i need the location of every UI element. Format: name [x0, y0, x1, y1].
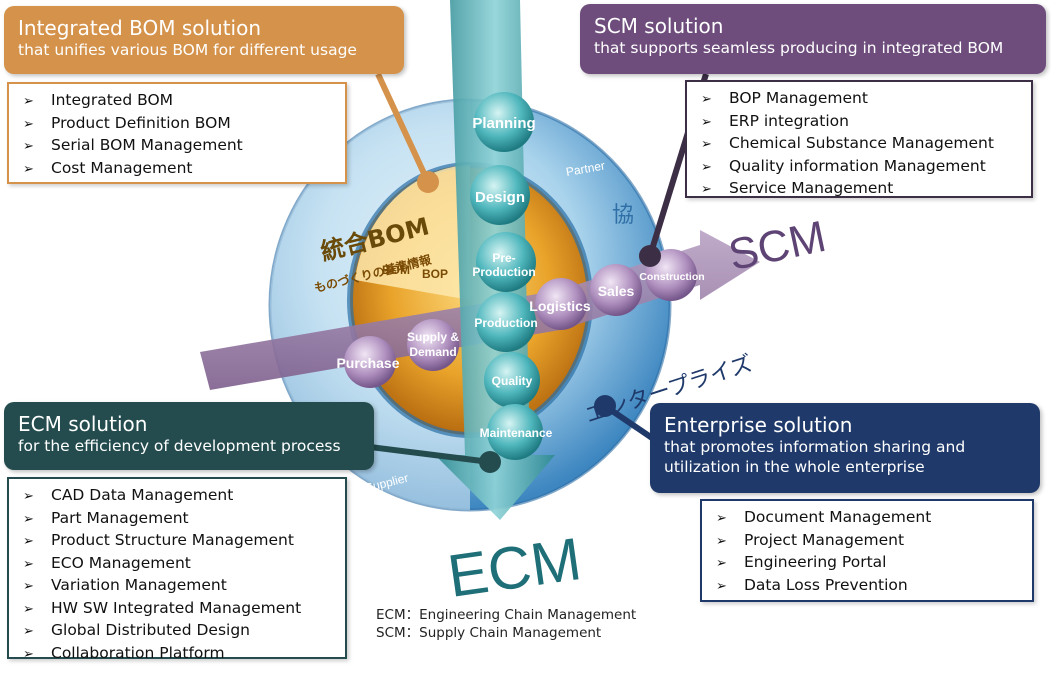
ecm-connector: [369, 444, 491, 465]
scm-stage-logistics: Logistics: [529, 298, 591, 314]
enterprise-solution-subtitle-1: that promotes information sharing and: [664, 438, 966, 456]
bullet-arrow-icon: ➢: [23, 601, 34, 617]
scm-solution-list: ➢BOP Management ➢ERP integration ➢Chemic…: [685, 80, 1033, 198]
bullet-arrow-icon: ➢: [701, 137, 712, 152]
bullet-arrow-icon: ➢: [23, 646, 34, 662]
list-item: ➢ERP integration: [701, 111, 1021, 134]
bullet-arrow-icon: ➢: [23, 579, 34, 594]
bullet-arrow-icon: ➢: [23, 161, 34, 177]
ecm-solution-list: ➢CAD Data Management ➢Part Management ➢P…: [7, 477, 347, 662]
ecm-solution-subtitle: for the efficiency of development proces…: [18, 437, 341, 455]
list-item: ➢HW SW Integrated Management: [23, 598, 335, 621]
bom-solution-subtitle: that unifies various BOM for different u…: [18, 41, 357, 59]
list-item: ➢Serial BOM Management: [23, 135, 335, 158]
list-item: ➢Data Loss Prevention: [716, 575, 1022, 598]
ecm-solution-header: ECM solution for the efficiency of devel…: [4, 402, 374, 470]
enterprise-solution-header: Enterprise solution that promotes inform…: [650, 403, 1040, 493]
scm-solution-header: SCM solution that supports seamless prod…: [580, 4, 1046, 74]
enterprise-solution-list: ➢Document Management ➢Project Management…: [700, 499, 1034, 602]
bom-solution-list: ➢Integrated BOM ➢Product Definition BOM …: [7, 82, 347, 184]
enterprise-solution-subtitle-2: utilization in the whole enterprise: [664, 458, 925, 476]
list-item: ➢Cost Management: [23, 158, 335, 181]
list-item: ➢Part Management: [23, 508, 335, 531]
list-item: ➢CAD Data Management: [23, 485, 335, 508]
scm-solution-title: SCM solution: [594, 14, 724, 38]
bullet-arrow-icon: ➢: [23, 489, 34, 504]
ecm-solution-title: ECM solution: [18, 412, 148, 436]
bom-solution-title: Integrated BOM solution: [18, 16, 262, 40]
scm-solution-subtitle: that supports seamless producing in inte…: [594, 39, 1004, 57]
ecm-stage-design: Design: [475, 189, 525, 206]
list-item: ➢BOP Management: [701, 88, 1021, 111]
bullet-arrow-icon: ➢: [23, 116, 34, 132]
bop-tag: BOP: [422, 267, 448, 281]
scm-stage-supply-1: Supply &: [407, 330, 459, 344]
bom-connector: [375, 72, 431, 184]
list-item: ➢Document Management: [716, 507, 1022, 530]
list-item: ➢ECO Management: [23, 553, 335, 576]
bullet-arrow-icon: ➢: [716, 533, 727, 549]
bullet-arrow-icon: ➢: [701, 159, 712, 175]
list-item: ➢Variation Management: [23, 575, 335, 598]
bullet-arrow-icon: ➢: [716, 556, 727, 571]
list-item: ➢Service Management: [701, 178, 1021, 201]
scm-stage-supply-2: Demand: [409, 345, 456, 359]
bullet-arrow-icon: ➢: [701, 182, 712, 197]
kanji-label: 協: [612, 203, 634, 228]
bom-tag: BOM: [382, 263, 410, 277]
enterprise-solution-title: Enterprise solution: [664, 413, 853, 437]
bullet-arrow-icon: ➢: [23, 511, 34, 527]
bullet-arrow-icon: ➢: [23, 624, 34, 639]
partner-label: Partner: [565, 158, 606, 179]
ecm-stage-preproduction-1: Pre-: [492, 251, 515, 265]
list-item: ➢Project Management: [716, 530, 1022, 553]
list-item: ➢Integrated BOM: [23, 90, 335, 113]
legend-scm: SCM：Supply Chain Management: [376, 625, 602, 641]
legend-ecm: ECM：Engineering Chain Management: [376, 607, 637, 623]
ecm-stage-planning: Planning: [472, 115, 535, 132]
bullet-arrow-icon: ➢: [716, 578, 727, 594]
scm-stage-sales: Sales: [598, 283, 635, 299]
bullet-arrow-icon: ➢: [23, 139, 34, 154]
list-item: ➢Collaboration Platform: [23, 643, 335, 666]
bom-solution-header: Integrated BOM solution that unifies var…: [4, 6, 404, 74]
scm-big-label: SCM: [724, 212, 830, 280]
bullet-arrow-icon: ➢: [23, 534, 34, 549]
abbreviation-legend: ECM：Engineering Chain Management SCM：Sup…: [376, 606, 636, 642]
list-item: ➢Quality information Management: [701, 156, 1021, 179]
bullet-arrow-icon: ➢: [23, 94, 34, 109]
list-item: ➢Global Distributed Design: [23, 620, 335, 643]
bullet-arrow-icon: ➢: [701, 92, 712, 107]
ecm-stage-maintenance: Maintenance: [480, 426, 553, 440]
bullet-arrow-icon: ➢: [23, 556, 34, 572]
ecm-big-label: ECM: [444, 525, 585, 610]
list-item: ➢Chemical Substance Management: [701, 133, 1021, 156]
list-item: ➢Product Definition BOM: [23, 113, 335, 136]
ecm-stage-quality: Quality: [492, 374, 533, 388]
list-item: ➢Product Structure Management: [23, 530, 335, 553]
bullet-arrow-icon: ➢: [701, 114, 712, 130]
list-item: ➢Engineering Portal: [716, 552, 1022, 575]
ecm-stage-preproduction-2: Production: [472, 265, 535, 279]
scm-stage-construction: Construction: [639, 271, 704, 283]
ecm-stage-production: Production: [474, 316, 537, 330]
bullet-arrow-icon: ➢: [716, 511, 727, 526]
scm-stage-purchase: Purchase: [336, 355, 399, 371]
